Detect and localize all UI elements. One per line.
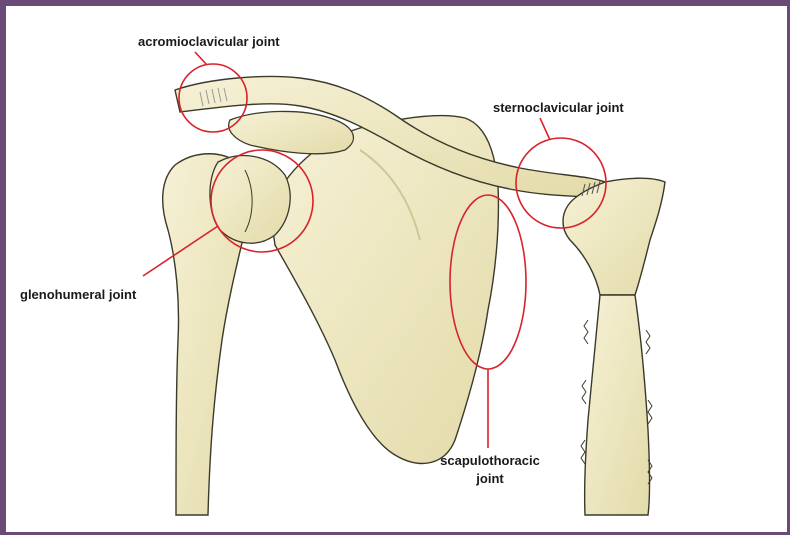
label-acromioclavicular-joint: acromioclavicular joint [138, 33, 280, 51]
sternum-body [585, 295, 650, 515]
label-sternoclavicular-joint: sternoclavicular joint [493, 99, 624, 117]
sternum-manubrium [563, 178, 665, 295]
label-scapulothoracic-line1: scapulothoracic [440, 453, 540, 468]
label-scapulothoracic-line2: joint [476, 471, 503, 486]
acromion [229, 111, 354, 153]
label-glenohumeral-joint: glenohumeral joint [20, 286, 136, 304]
label-scapulothoracic-joint: scapulothoracic joint [410, 452, 570, 488]
